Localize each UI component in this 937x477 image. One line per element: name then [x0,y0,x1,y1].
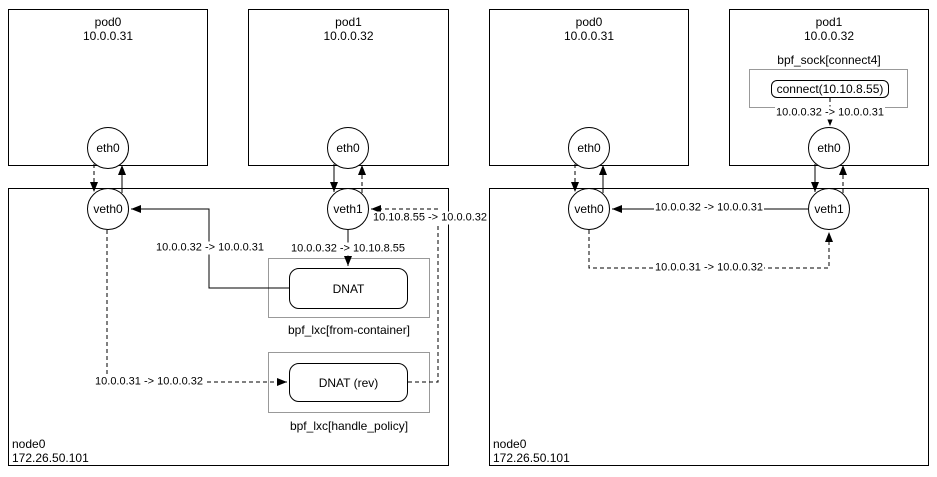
left-from-container-caption: bpf_lxc[from-container] [287,323,411,337]
right-flow-label-translated: 10.0.0.32 -> 10.0.0.31 [775,106,885,120]
right-node-box [489,188,929,466]
left-flow-label-reply-out: 10.10.8.55 -> 10.0.0.32 [371,211,489,225]
right-connect-box: connect(10.10.8.55) [771,80,889,98]
right-pod0-title: pod0 10.0.0.31 [490,15,688,43]
right-pod1-name: pod1 [815,15,843,29]
left-flow-label-to-service: 10.0.0.32 -> 10.10.8.55 [289,242,407,256]
left-pod1-title: pod1 10.0.0.32 [249,15,448,43]
left-node-name: node0 [12,437,46,451]
left-flow-label-reply-in: 10.0.0.31 -> 10.0.0.32 [94,375,204,389]
right-bpf-sock-caption: bpf_sock[connect4] [777,53,881,67]
right-node-ip: 172.26.50.101 [493,450,570,465]
right-pod1-eth0: eth0 [808,127,850,169]
left-pod0-name: pod0 [94,15,122,29]
left-node-label: node0 172.26.50.101 [12,437,89,465]
left-pod1-ip: 10.0.0.32 [323,29,374,43]
left-dnat-rev-box: DNAT (rev) [289,363,408,402]
left-pod0-title: pod0 10.0.0.31 [9,15,207,43]
right-flow-label-forward: 10.0.0.32 -> 10.0.0.31 [654,201,764,215]
left-pod1-name: pod1 [335,15,362,29]
left-pod1-box: pod1 10.0.0.32 [248,9,449,166]
right-pod1-ip: 10.0.0.32 [803,29,855,43]
left-veth1: veth1 [327,188,369,230]
left-pod1-eth0: eth0 [327,127,369,169]
left-dnat-box: DNAT [289,268,408,309]
left-flow-label-dnat-out: 10.0.0.32 -> 10.0.0.31 [155,241,265,255]
right-pod0-ip: 10.0.0.31 [563,29,615,43]
left-handle-policy-caption: bpf_lxc[handle_policy] [289,419,409,433]
right-node-label: node0 172.26.50.101 [493,437,570,465]
right-node-name: node0 [493,437,527,451]
right-flow-label-reply: 10.0.0.31 -> 10.0.0.32 [654,261,764,275]
right-veth0: veth0 [568,188,610,230]
right-pod1-title: pod1 10.0.0.32 [730,15,928,43]
left-pod0-ip: 10.0.0.31 [82,29,134,43]
left-veth0: veth0 [87,188,129,230]
right-pod0-eth0: eth0 [568,127,610,169]
right-veth1: veth1 [808,188,850,230]
right-pod0-name: pod0 [575,15,603,29]
left-node-ip: 172.26.50.101 [12,450,89,465]
left-pod0-eth0: eth0 [87,127,129,169]
